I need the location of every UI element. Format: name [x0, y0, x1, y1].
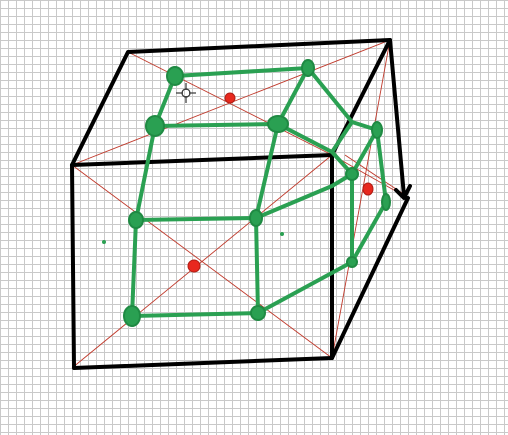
stray-dot	[280, 232, 284, 236]
vertex	[345, 167, 359, 181]
edge-top-right-ring	[276, 66, 310, 126]
bottom-front	[130, 260, 354, 318]
construction-lines	[71, 39, 409, 369]
vertex	[249, 209, 263, 227]
right-face	[350, 128, 388, 264]
polyhedron-edges	[130, 66, 388, 318]
bottom-right-edge	[330, 196, 410, 360]
middle-front	[134, 172, 354, 222]
center-top-marker	[224, 92, 236, 104]
polyhedron-vertices	[123, 59, 391, 327]
vertex	[128, 211, 144, 229]
vertex	[145, 115, 165, 137]
edge-mid-lower	[254, 216, 260, 315]
right-diagonal-1	[331, 39, 391, 359]
vertex	[123, 305, 141, 327]
vertex	[250, 305, 266, 321]
face-centers	[187, 92, 374, 273]
stray-dot	[102, 240, 106, 244]
vertex	[267, 115, 289, 133]
top-back-edges	[70, 38, 392, 167]
vertex	[301, 59, 315, 77]
crosshair-icon	[176, 83, 196, 103]
center-right-marker	[362, 182, 374, 196]
vertex	[346, 256, 358, 268]
cube-edges	[70, 38, 412, 370]
vertex	[381, 193, 391, 211]
vertex	[166, 66, 184, 86]
edge-top-mid-down	[254, 122, 280, 220]
stray-dots	[102, 232, 284, 244]
vertex	[371, 121, 383, 139]
right-back-edge	[388, 38, 406, 198]
front-diagonal-2	[71, 154, 333, 369]
center-front-marker	[187, 259, 201, 273]
edge-top-left-down	[134, 124, 157, 222]
edge-left-lower	[130, 218, 138, 318]
arrow-tip	[394, 184, 412, 200]
